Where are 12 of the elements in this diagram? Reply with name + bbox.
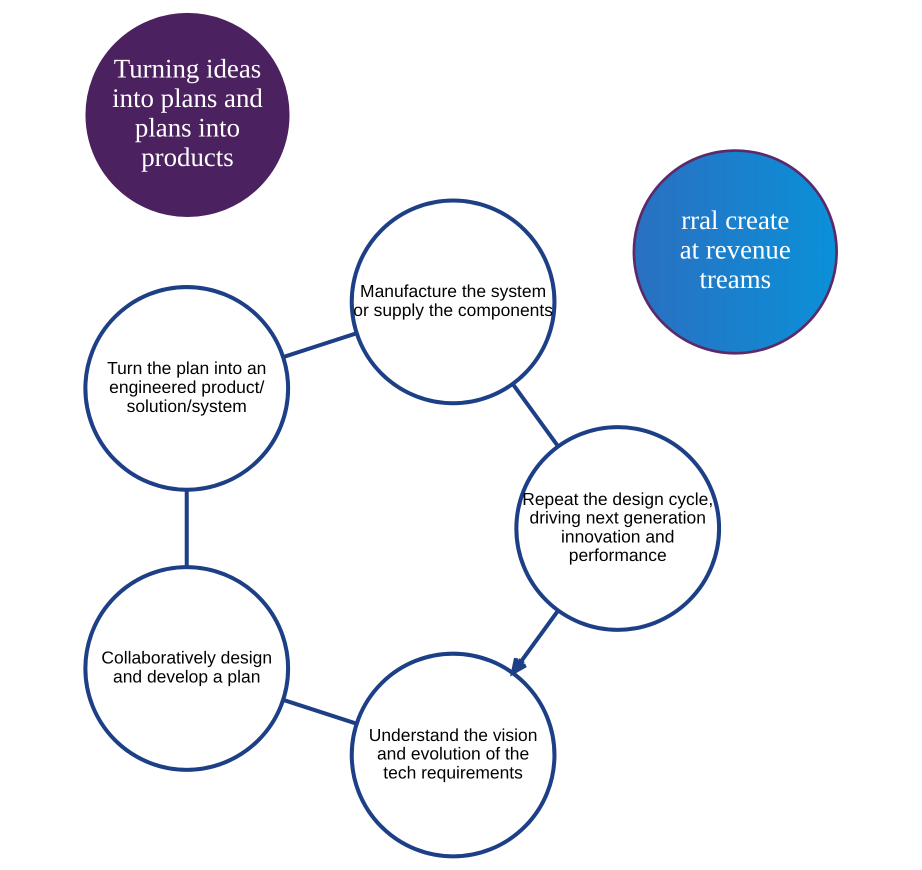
arrow: [510, 610, 560, 675]
node-circle: Collaboratively design and develop a plan: [83, 565, 290, 772]
connector: [511, 383, 560, 448]
connector: [282, 698, 358, 726]
node-circle: Manufacture the system or supply the components: [350, 198, 556, 406]
connector: [184, 490, 189, 567]
node-circle: rral create at revenue treams: [632, 149, 838, 355]
node-circle: Understand the vision and evolution of the tech requirements: [350, 652, 556, 858]
node-circle: Turning ideas into plans and plans into products: [85, 12, 290, 217]
node-circle: Turn the plan into an engineered product/ solution/system: [83, 285, 290, 492]
connector: [282, 331, 358, 359]
node-circle: Repeat the design cycle, driving next generation innovation and performance: [514, 425, 722, 632]
